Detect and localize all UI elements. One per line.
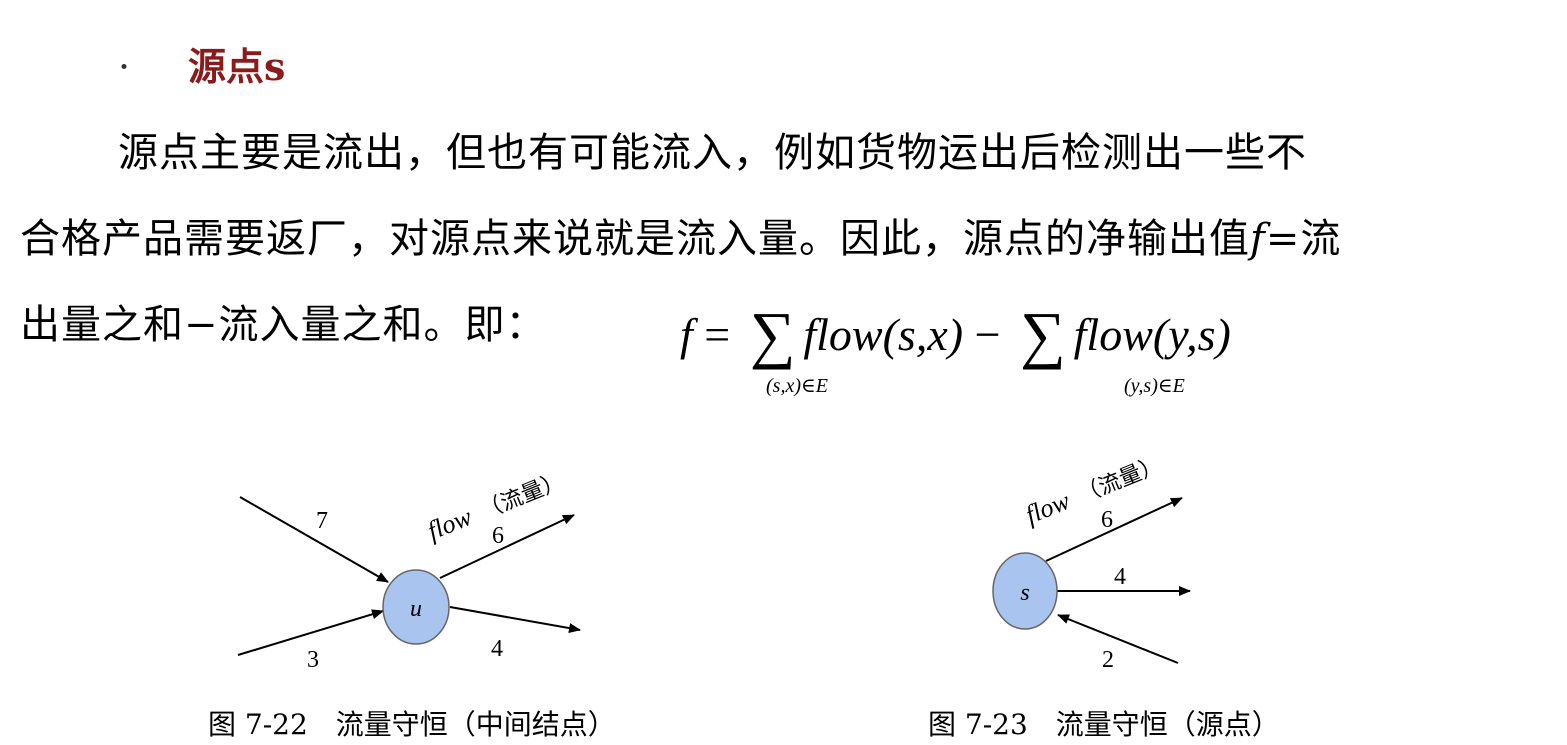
figure-source-node: s 6 4 2 flow （流量）	[992, 452, 1191, 673]
flow-word-left: flow	[423, 502, 476, 546]
sum-subscript-1: (s,x)∈E	[766, 375, 829, 397]
caption-figure-7-22: 图 7-22 流量守恒（中间结点）	[208, 708, 616, 741]
node-s	[992, 552, 1058, 630]
edge-label-6-right: 6	[1101, 507, 1113, 533]
formula-minus: −	[963, 309, 1013, 360]
heading-text: 源点s	[188, 44, 286, 89]
paragraph-line-2-text: 合格产品需要返厂，对源点来说就是流入量。因此，源点的净输出值	[20, 216, 1250, 262]
paragraph-line-2: 合格产品需要返厂，对源点来说就是流入量。因此，源点的净输出值f=流	[20, 196, 1550, 282]
body-paragraph: 源点主要是流出，但也有可能流入，例如货物运出后检测出一些不 合格产品需要返厂，对…	[20, 110, 1550, 368]
formula-lhs: f	[680, 309, 693, 360]
figure-intermediate-node: u 7 3 6 4 flow （流量）	[237, 468, 581, 673]
edge-label-3: 3	[307, 647, 319, 673]
bullet-marker: ·	[118, 45, 131, 89]
node-u	[382, 569, 450, 645]
paragraph-line-3: 出量之和−流入量之和。即：	[20, 302, 547, 348]
edge-label-6: 6	[492, 523, 504, 549]
paragraph-line-2-end: =流	[1265, 216, 1342, 262]
sigma-sum-1: ∑	[749, 299, 796, 370]
caption-figure-7-23: 图 7-23 流量守恒（源点）	[928, 708, 1280, 741]
sigma-sum-2: ∑	[1020, 299, 1066, 370]
formula-term-2: flow(y,s)	[1073, 309, 1231, 360]
out-edge-bottom	[449, 606, 581, 634]
edge-label-7: 7	[316, 508, 328, 534]
in-edge-bottom	[237, 609, 384, 656]
edge-label-2-right: 2	[1102, 647, 1114, 673]
flow-annotation-right: flow （流量）	[1021, 452, 1165, 530]
formula-term-1: flow(s,x)	[803, 309, 964, 360]
in-edge-bottom-right	[1057, 614, 1179, 664]
flow-note-left: （流量）	[476, 468, 567, 524]
paragraph-line-1: 源点主要是流出，但也有可能流入，例如货物运出后检测出一些不	[118, 130, 1307, 176]
flow-word-right: flow	[1021, 486, 1074, 530]
edge-label-4: 4	[491, 636, 503, 662]
section-heading: · 源点s	[118, 36, 285, 91]
sum-subscript-2: (y,s)∈E	[1124, 375, 1185, 397]
formula-equals: =	[692, 309, 742, 360]
net-flow-formula: f = ∑flow(s,x) − ∑flow(y,s)	[680, 292, 1231, 370]
in-edge-top	[239, 496, 389, 583]
variable-f: f	[1250, 216, 1266, 262]
node-u-label: u	[410, 596, 422, 622]
node-s-label: s	[1020, 580, 1029, 606]
edge-label-4-right: 4	[1114, 564, 1126, 590]
flow-note-right: （流量）	[1074, 452, 1165, 508]
out-edge-top	[439, 514, 575, 579]
out-edge-top-right	[1045, 497, 1183, 562]
